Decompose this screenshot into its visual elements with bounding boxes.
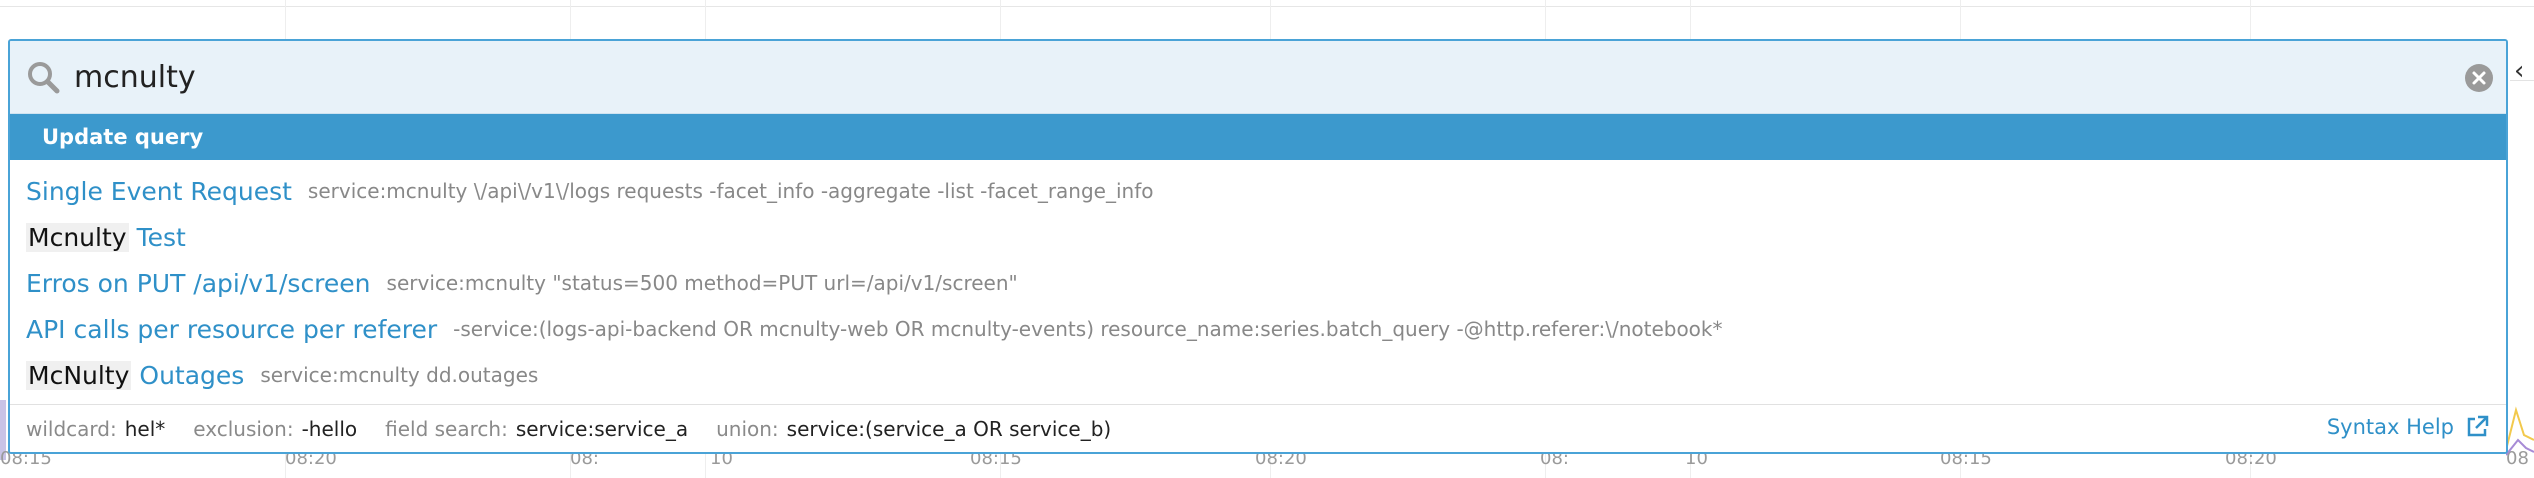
suggestion-item[interactable]: McNulty Outages service:mcnulty dd.outag… (10, 352, 2506, 398)
clear-icon[interactable] (2464, 63, 2494, 93)
chart-series-bar (0, 400, 6, 460)
suggestion-match-highlight: McNulty (26, 360, 132, 390)
suggestion-query: service:mcnulty \/api\/v1\/logs requests… (307, 179, 1154, 203)
suggestion-query: service:mcnulty dd.outages (260, 363, 539, 387)
external-link-icon (2467, 415, 2489, 437)
suggestion-item[interactable]: API calls per resource per referer -serv… (10, 306, 2506, 352)
axis-tick-label: 08 (2506, 448, 2529, 469)
search-input[interactable] (74, 51, 2454, 103)
suggestion-item[interactable]: Erros on PUT /api/v1/screen service:mcnu… (10, 260, 2506, 306)
update-query-button[interactable]: Update query (10, 114, 2506, 160)
suggestion-title: Single Event Request (26, 176, 292, 206)
hint-label: union: (716, 416, 779, 441)
suggestion-match-highlight: Mcnulty (26, 222, 129, 252)
suggestion-query: -service:(logs-api-backend OR mcnulty-we… (453, 317, 1723, 341)
suggestion-item[interactable]: Mcnulty Test (10, 214, 2506, 260)
suggestion-title: Erros on PUT /api/v1/screen (26, 268, 371, 298)
syntax-hints-footer: wildcard: hel* exclusion: -hello field s… (10, 404, 2506, 452)
hint-value: service:service_a (515, 416, 689, 441)
suggestion-title: Test (136, 222, 186, 252)
search-icon (28, 62, 60, 94)
syntax-help-link[interactable]: Syntax Help (2327, 414, 2490, 440)
suggestion-query: service:mcnulty "status=500 method=PUT u… (386, 271, 1018, 295)
hint-label: field search: (385, 416, 508, 441)
hint-label: wildcard: (26, 416, 117, 441)
search-dropdown: Update query Single Event Request servic… (8, 39, 2508, 454)
hint-value: hel* (124, 416, 166, 441)
chart-series-line (2506, 406, 2534, 456)
suggestion-list: Single Event Request service:mcnulty \/a… (10, 160, 2506, 398)
suggestion-title: Outages (139, 360, 245, 390)
suggestion-item[interactable]: Single Event Request service:mcnulty \/a… (10, 168, 2506, 214)
chevron-left-icon[interactable]: ‹ (2514, 56, 2525, 86)
suggestion-title: API calls per resource per referer (26, 314, 438, 344)
search-bar (10, 41, 2506, 114)
hint-label: exclusion: (193, 416, 294, 441)
syntax-help-label: Syntax Help (2326, 415, 2454, 439)
hint-value: -hello (301, 416, 358, 441)
top-divider (0, 6, 2534, 7)
hint-value: service:(service_a OR service_b) (786, 416, 1112, 441)
panel-divider (2510, 80, 2534, 81)
